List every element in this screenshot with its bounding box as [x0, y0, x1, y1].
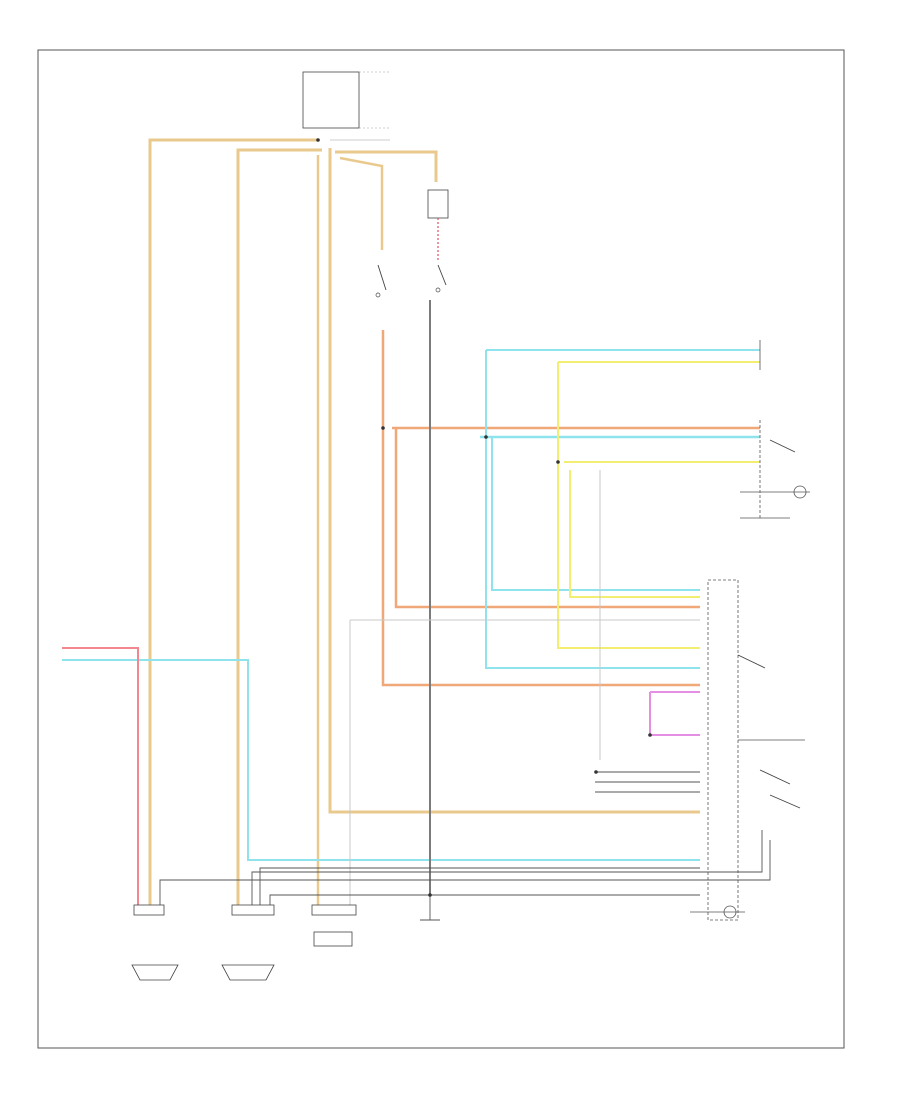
wire-orange-1 — [381, 330, 700, 687]
wire-tan-1 — [148, 138, 318, 905]
upper-switch — [769, 439, 796, 453]
wire-yellow-4 — [569, 470, 700, 598]
wire-black-3 — [259, 867, 700, 905]
relay-coil — [427, 189, 449, 219]
control-module — [707, 579, 739, 921]
ground-connector — [420, 895, 440, 921]
connector-center-left — [221, 904, 275, 981]
diagram-frame — [37, 49, 845, 1049]
module-switch-1 — [737, 654, 766, 669]
wire-cyan-4 — [491, 437, 700, 591]
wire-tan-3 — [328, 148, 700, 814]
connector-center — [311, 904, 357, 947]
wire-tan-4 — [335, 150, 438, 182]
wire-pink — [62, 647, 139, 905]
wire-orange-3 — [394, 428, 700, 609]
wire-black-4 — [269, 894, 700, 905]
wire-black-2 — [251, 830, 763, 905]
lamp-lower — [723, 905, 737, 919]
module-switch-2 — [759, 769, 791, 785]
wire-tan-2 — [236, 148, 322, 905]
wire-black-1 — [159, 840, 771, 905]
connector-left — [131, 904, 179, 981]
module-switch-3 — [769, 794, 801, 809]
wire-yellow-2 — [557, 362, 700, 649]
wire-magenta-2 — [649, 692, 700, 736]
lamp-upper — [793, 485, 807, 499]
wire-tan-5 — [339, 156, 384, 250]
fuse-block — [302, 71, 360, 129]
switch-contact — [377, 264, 387, 291]
wire-cyan-2 — [485, 350, 700, 669]
wire-cyan-5 — [62, 659, 700, 861]
